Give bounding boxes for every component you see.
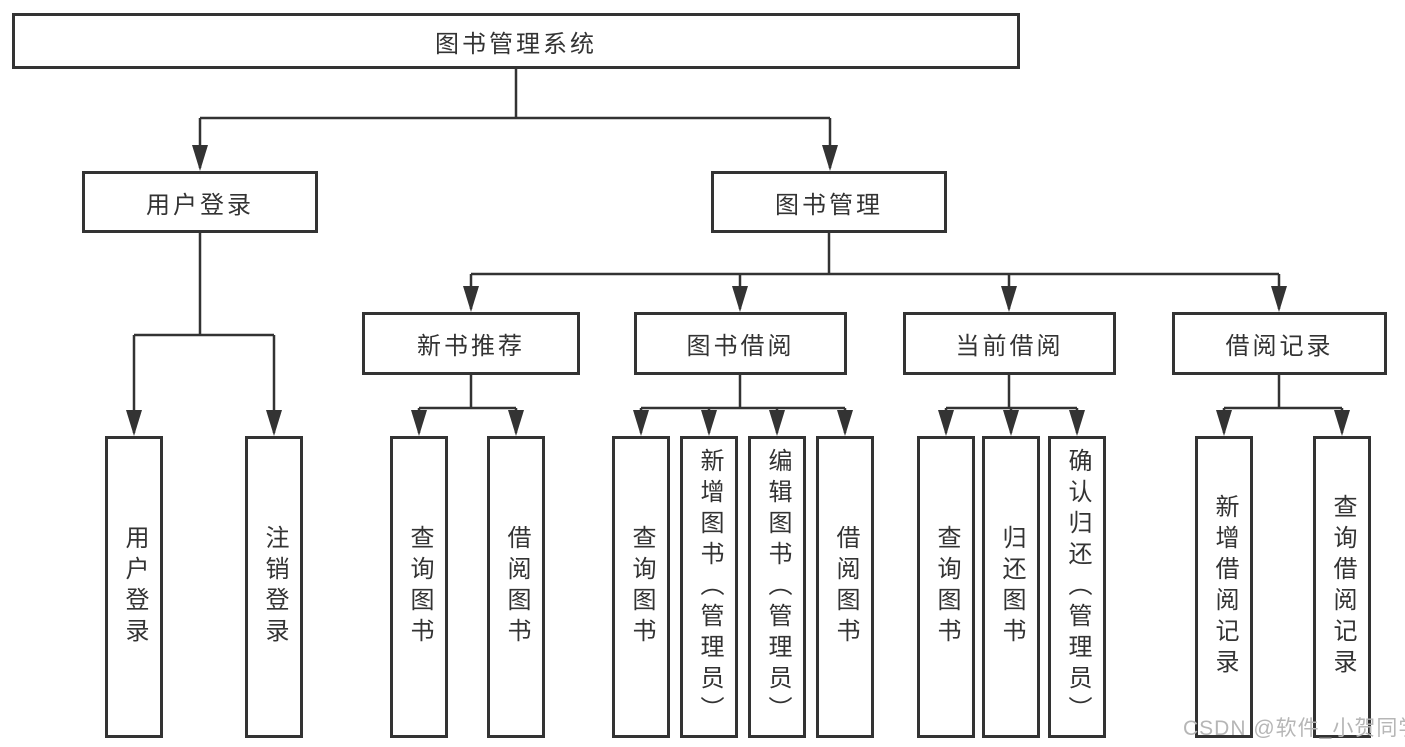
leaf-label: 确认归还（管理员） bbox=[1064, 447, 1091, 727]
node-label: 图书管理系统 bbox=[435, 30, 597, 58]
leaf-recommend-query-books: 查询图书 bbox=[390, 436, 448, 738]
leaf-borrow-books: 借阅图书 bbox=[816, 436, 874, 738]
leaf-add-borrow-record: 新增借阅记录 bbox=[1195, 436, 1253, 738]
node-current-borrow: 当前借阅 bbox=[903, 312, 1116, 375]
leaf-label: 借阅图书 bbox=[832, 525, 859, 649]
leaf-label: 查询图书 bbox=[406, 525, 433, 649]
node-label: 图书管理 bbox=[775, 191, 883, 219]
leaf-label: 注销登录 bbox=[261, 525, 288, 649]
node-label: 用户登录 bbox=[146, 191, 254, 219]
node-label: 图书借阅 bbox=[686, 333, 795, 360]
node-label: 当前借阅 bbox=[955, 333, 1064, 360]
leaf-query-borrow-record: 查询借阅记录 bbox=[1313, 436, 1371, 738]
leaf-label: 用户登录 bbox=[121, 525, 148, 649]
leaf-label: 归还图书 bbox=[998, 525, 1025, 649]
leaf-user-login: 用户登录 bbox=[105, 436, 163, 738]
leaf-borrow-query-books: 查询图书 bbox=[612, 436, 670, 738]
node-label: 新书推荐 bbox=[417, 333, 525, 360]
leaf-label: 编辑图书（管理员） bbox=[764, 447, 791, 727]
node-borrow-records: 借阅记录 bbox=[1172, 312, 1387, 375]
leaf-label: 查询图书 bbox=[628, 525, 655, 649]
arrowheads bbox=[126, 145, 1350, 436]
leaf-label: 借阅图书 bbox=[503, 525, 530, 649]
node-label: 借阅记录 bbox=[1225, 333, 1334, 360]
leaf-add-books-admin: 新增图书（管理员） bbox=[680, 436, 738, 738]
leaf-confirm-return-admin: 确认归还（管理员） bbox=[1048, 436, 1106, 738]
leaf-return-books: 归还图书 bbox=[982, 436, 1040, 738]
node-book-management: 图书管理 bbox=[711, 171, 947, 233]
leaf-edit-books-admin: 编辑图书（管理员） bbox=[748, 436, 806, 738]
leaf-current-query-books: 查询图书 bbox=[917, 436, 975, 738]
leaf-label: 新增借阅记录 bbox=[1211, 494, 1238, 680]
node-library-management-system: 图书管理系统 bbox=[12, 13, 1020, 69]
leaf-label: 新增图书（管理员） bbox=[696, 447, 723, 727]
node-new-book-recommend: 新书推荐 bbox=[362, 312, 580, 375]
node-book-borrow: 图书借阅 bbox=[634, 312, 847, 375]
leaf-logout: 注销登录 bbox=[245, 436, 303, 738]
leaf-recommend-borrow-books: 借阅图书 bbox=[487, 436, 545, 738]
leaf-label: 查询借阅记录 bbox=[1329, 494, 1356, 680]
node-user-login: 用户登录 bbox=[82, 171, 318, 233]
leaf-label: 查询图书 bbox=[933, 525, 960, 649]
csdn-watermark: CSDN @软件_小贺同学 bbox=[1183, 717, 1405, 740]
